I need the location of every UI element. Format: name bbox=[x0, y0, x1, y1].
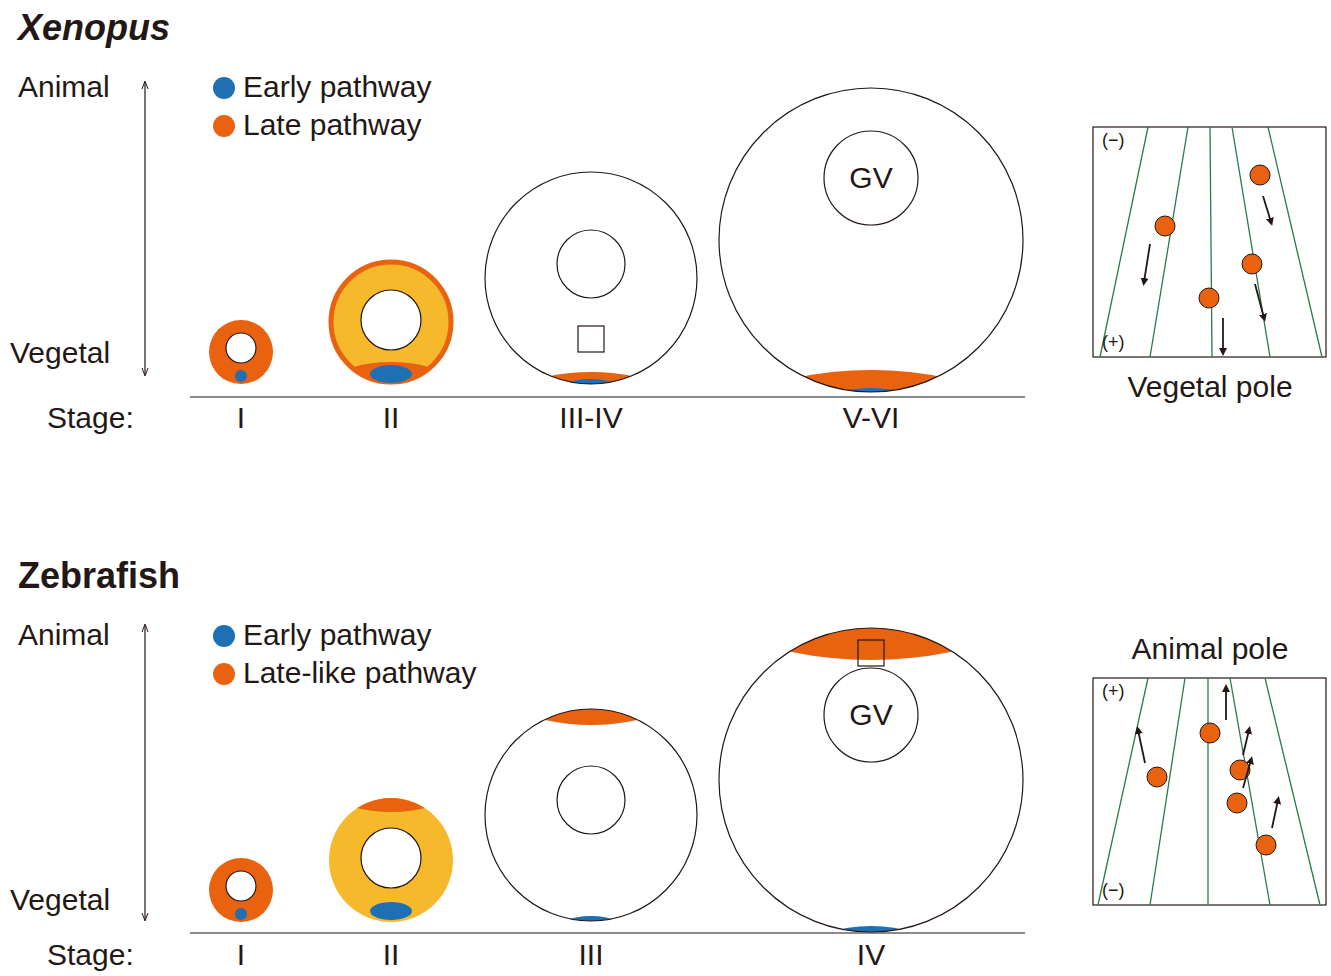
inset-caption: Animal pole bbox=[1132, 632, 1289, 665]
stage-label: Stage: bbox=[47, 938, 134, 971]
legend-text: Early pathway bbox=[243, 618, 431, 651]
node-text: GV bbox=[849, 700, 892, 730]
legend-text: Late pathway bbox=[243, 108, 421, 141]
stage-number: III bbox=[578, 938, 603, 971]
axis-label: Vegetal bbox=[10, 883, 110, 916]
node-text: GV bbox=[849, 163, 892, 193]
inset-caption: Vegetal pole bbox=[1127, 370, 1292, 403]
panel-title: Xenopus bbox=[18, 8, 170, 48]
stage-number: II bbox=[383, 938, 400, 971]
germinal-vesicle: GV bbox=[823, 130, 919, 226]
legend-swatch bbox=[213, 625, 235, 647]
axis-label: Vegetal bbox=[10, 336, 110, 369]
stage-number: I bbox=[237, 401, 245, 434]
polarity-sign: (+) bbox=[1102, 333, 1125, 353]
legend-text: Early pathway bbox=[243, 70, 431, 103]
legend-text: Late-like pathway bbox=[243, 656, 476, 689]
polarity-sign: (−) bbox=[1102, 131, 1125, 151]
axis-label: Animal bbox=[18, 618, 110, 651]
legend-swatch bbox=[213, 115, 235, 137]
stage-number: III-IV bbox=[559, 401, 622, 434]
stage-number: II bbox=[383, 401, 400, 434]
stage-label: Stage: bbox=[47, 401, 134, 434]
axis-label: Animal bbox=[18, 70, 110, 103]
germinal-vesicle: GV bbox=[823, 667, 919, 763]
legend-swatch bbox=[213, 663, 235, 685]
polarity-sign: (+) bbox=[1102, 682, 1125, 702]
panel-title: Zebrafish bbox=[18, 556, 180, 596]
stage-number: I bbox=[237, 938, 245, 971]
stage-number: IV bbox=[857, 938, 885, 971]
polarity-sign: (−) bbox=[1102, 881, 1125, 901]
legend-swatch bbox=[213, 77, 235, 99]
stage-number: V-VI bbox=[843, 401, 900, 434]
